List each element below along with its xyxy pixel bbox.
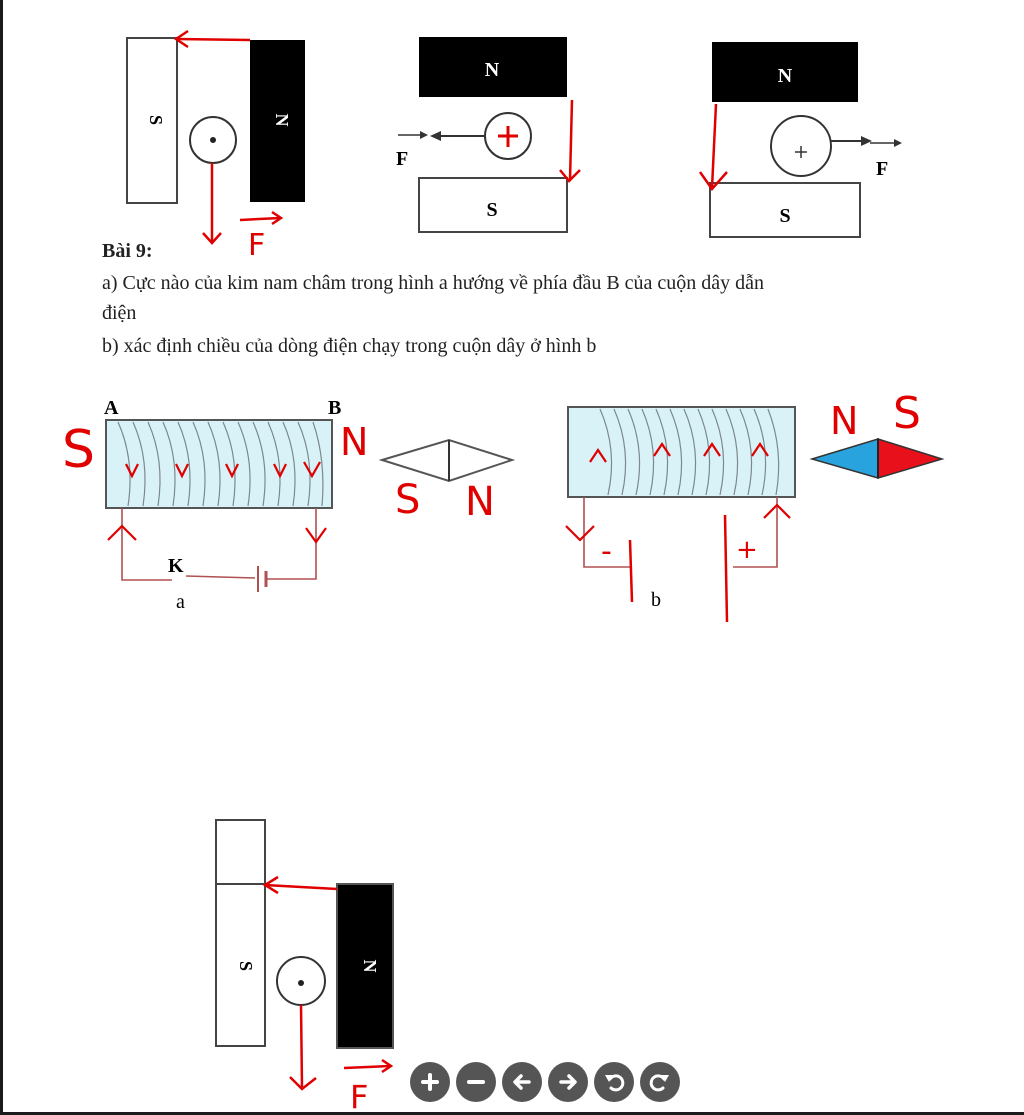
magnet-n-bar [712,42,858,102]
exercise-title: Bài 9: [102,240,153,262]
field-arrow [568,99,574,181]
zoom-out-button[interactable] [456,1062,496,1102]
compass-needle [378,438,516,483]
figure-2: N S F [396,37,581,233]
rotate-left-icon [605,1074,625,1092]
needle-label-n: N [830,399,858,443]
magnet-n-bar [336,883,394,1049]
figure-3: N S F [698,42,902,238]
arrow-right-icon [559,1074,577,1090]
coil-windings [117,421,324,507]
needle-red-half [877,437,945,480]
current-dot [298,980,304,986]
battery-minus-plate [628,539,634,603]
exercise-line-a-cont: điện [102,302,137,324]
force-arrow [299,1004,304,1088]
zoom-in-button[interactable] [410,1062,450,1102]
force-label: F [248,228,265,263]
pole-label-s: S [146,115,166,125]
needle-label-n: N [465,479,495,525]
coil-windings [599,408,780,496]
previous-button[interactable] [502,1062,542,1102]
needle-blue-half [809,437,879,479]
pole-label-s: S [779,205,790,227]
field-arrow [175,37,251,42]
pole-label-n: N [272,114,292,127]
magnet-n-bar [419,37,567,97]
force-label: F [396,148,408,170]
caption-a: a [176,591,185,613]
rotate-right-button[interactable] [640,1062,680,1102]
zoom-in-icon [421,1073,439,1091]
force-label: F [350,1078,368,1115]
circuit-wire [583,497,630,568]
minus-label: - [601,534,612,569]
rotate-left-button[interactable] [594,1062,634,1102]
rotate-right-icon [649,1074,669,1092]
hand-pole-s: S [62,420,95,480]
figure-a: A B K a S N S N [62,397,516,613]
exercise-line-a: a) Cực nào của kim nam châm trong hình a… [102,272,765,294]
force-label: F [876,158,888,180]
field-arrow [710,103,718,189]
switch-label: K [168,555,184,577]
caption-b: b [651,589,661,611]
pole-label-n: N [360,960,380,973]
magnet-s-bar [215,819,266,1047]
pole-label-s: S [236,961,256,971]
current-dot [210,137,216,143]
end-label-a: A [104,397,119,419]
battery-plus-plate [723,514,729,623]
arrow-left-icon [513,1074,531,1090]
needle-label-s: S [893,388,921,439]
needle-label-s: S [395,477,420,523]
pole-label-n: N [778,65,793,87]
field-arrow [264,883,338,891]
figure-1: S N F [126,29,305,263]
circuit-wire [121,508,172,581]
next-button[interactable] [548,1062,588,1102]
plus-label: + [736,535,758,565]
current-arrows [107,461,327,544]
magnet-s-bar [418,177,568,233]
zoom-out-icon [467,1080,485,1084]
end-label-b: B [328,397,341,419]
current-arrows [565,442,791,542]
magnet-s-bar [709,182,861,238]
exercise-line-b: b) xác định chiều của dòng điện chạy tro… [102,335,597,357]
figure-b: b - + N S [565,388,945,623]
image-viewer-toolbar [410,1062,680,1102]
magnet-s-bar [126,37,178,204]
pole-label-s: S [486,199,497,221]
pole-label-n: N [485,59,500,81]
hand-pole-n: N [340,420,368,464]
coil-body [567,406,796,498]
magnet-n-bar [250,40,305,202]
figure-bottom: S N F [215,819,394,1115]
